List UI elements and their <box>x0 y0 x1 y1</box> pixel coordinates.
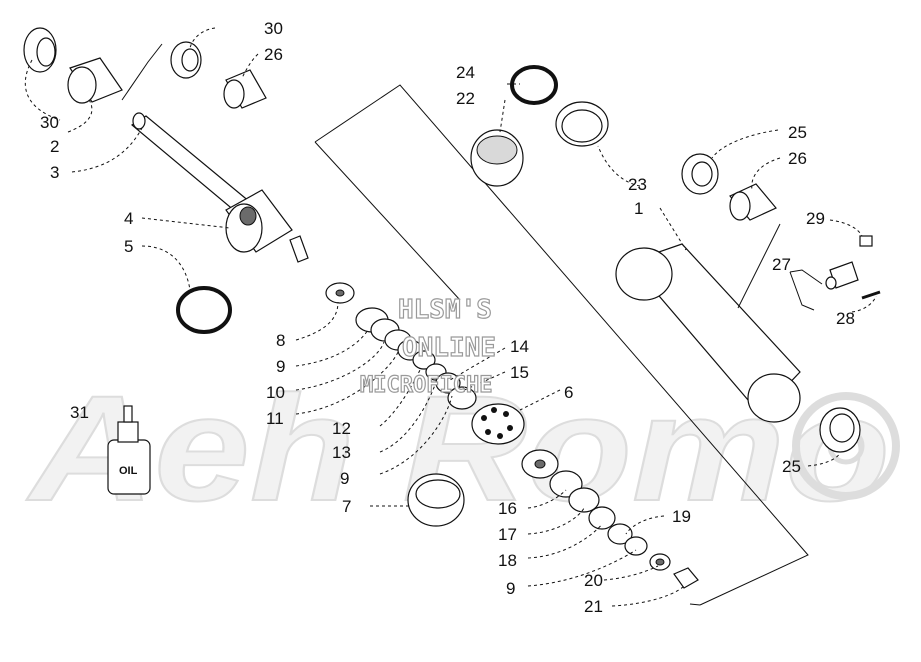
callout-24: 24 <box>456 63 475 82</box>
callout-9-c: 9 <box>506 579 515 598</box>
callout-26-right: 26 <box>788 149 807 168</box>
callout-9-b: 9 <box>340 469 349 488</box>
assembly-outline <box>314 84 809 606</box>
lower-washer-stack <box>521 449 699 589</box>
callout-21: 21 <box>584 597 603 616</box>
callout-15: 15 <box>510 363 529 382</box>
callout-27: 27 <box>772 255 791 274</box>
sleeve-26-right <box>729 183 777 221</box>
solid-leaders <box>121 43 823 606</box>
callout-30-left: 30 <box>40 113 59 132</box>
callout-29: 29 <box>806 209 825 228</box>
callout-6: 6 <box>564 383 573 402</box>
bushing-25-right <box>681 153 719 195</box>
callout-2: 2 <box>50 137 59 156</box>
callout-4: 4 <box>124 209 133 228</box>
callout-1: 1 <box>634 199 643 218</box>
callout-22: 22 <box>456 89 475 108</box>
bushing-30-top <box>170 41 202 79</box>
callout-18: 18 <box>498 551 517 570</box>
callout-11: 11 <box>266 409 284 428</box>
piston-shaft-3 <box>130 112 263 223</box>
callout-30-top: 30 <box>264 19 283 38</box>
assembly-outline-left <box>314 141 461 301</box>
callout-13: 13 <box>332 443 351 462</box>
end-cap-22 <box>470 129 524 187</box>
air-valve-27 <box>825 261 859 290</box>
washer-stack <box>325 282 477 410</box>
callout-17: 17 <box>498 525 517 544</box>
hlsm-watermark: HLSM'S ONLINE MICROFICHE <box>359 294 496 398</box>
callout-8: 8 <box>276 331 285 350</box>
bushing-25-lower <box>819 407 861 453</box>
callout-25-top: 25 <box>788 123 807 142</box>
callout-labels: 30 26 30 2 3 4 5 24 22 23 1 25 26 29 27 … <box>40 19 855 616</box>
o-ring-24 <box>510 65 558 105</box>
o-ring-5 <box>176 286 232 334</box>
callout-3: 3 <box>50 163 59 182</box>
callout-16: 16 <box>498 499 517 518</box>
callout-26-top: 26 <box>264 45 283 64</box>
bushing-30-top-left <box>23 27 57 73</box>
callout-12: 12 <box>332 419 351 438</box>
callout-31: 31 <box>70 403 89 422</box>
ring-23 <box>555 101 609 147</box>
callout-10: 10 <box>266 383 285 402</box>
callout-28: 28 <box>836 309 855 328</box>
leader-lines <box>24 27 877 607</box>
callout-7: 7 <box>342 497 351 516</box>
callout-14: 14 <box>510 337 529 356</box>
oil-label: OIL <box>119 465 138 477</box>
watermark-line-3: MICROFICHE <box>360 373 492 398</box>
watermark-line-1: HLSM'S <box>398 295 492 325</box>
sleeve-26-top <box>223 69 267 109</box>
watermark-line-2: ONLINE <box>402 333 496 363</box>
callout-20: 20 <box>584 571 603 590</box>
valve-pin-28 <box>861 290 881 300</box>
callout-9-a: 9 <box>276 357 285 376</box>
callout-23: 23 <box>628 175 647 194</box>
valve-cap-29 <box>859 235 873 247</box>
callout-25-bottom: 25 <box>782 457 801 476</box>
shaft-eye-2 <box>67 57 123 104</box>
callout-5: 5 <box>124 237 133 256</box>
shock-body-1 <box>615 243 801 423</box>
callout-19: 19 <box>672 507 691 526</box>
piston-band-7 <box>407 473 465 527</box>
oil-bottle-31: OIL <box>107 405 151 495</box>
piston-6 <box>471 403 525 445</box>
